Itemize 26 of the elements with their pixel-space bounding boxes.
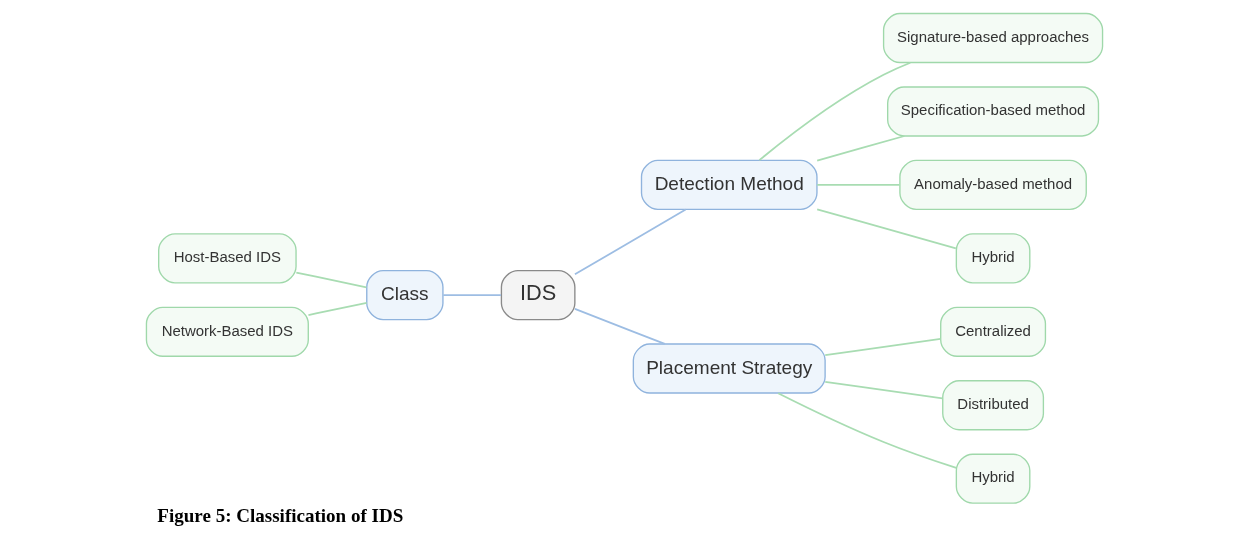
- node-box: IDS: [500, 269, 576, 321]
- node-box: Anomaly-based method: [898, 159, 1087, 211]
- connector: [294, 271, 367, 289]
- connector: [757, 61, 911, 162]
- node-box: Host-Based IDS: [157, 233, 297, 284]
- connector: [776, 392, 957, 469]
- caption: Figure 5: Classification of IDS: [156, 505, 403, 527]
- connector: [307, 301, 368, 316]
- node-box: Signature-based approaches: [882, 12, 1103, 64]
- connector: [823, 380, 943, 400]
- connector: [441, 294, 502, 296]
- connector: [815, 208, 957, 250]
- connector: [573, 208, 687, 276]
- connector: [815, 135, 905, 162]
- node-box: Hybrid: [955, 233, 1030, 284]
- connector: [823, 338, 941, 357]
- node-box: Class: [365, 269, 444, 321]
- node-box: Specification-based method: [886, 86, 1099, 137]
- node-box: Distributed: [941, 380, 1044, 431]
- node-box: Placement Strategy: [632, 343, 826, 394]
- connector: [573, 308, 666, 345]
- node-box: Centralized: [939, 306, 1046, 357]
- node-box: Hybrid: [955, 453, 1030, 504]
- node-box: Detection Method: [640, 159, 818, 211]
- node-box: Network-Based IDS: [145, 306, 309, 357]
- connector: [815, 184, 900, 186]
